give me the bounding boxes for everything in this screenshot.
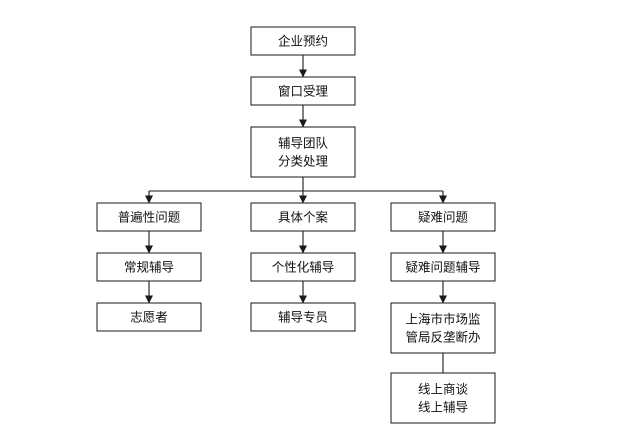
node-regular: 常规辅导	[96, 252, 202, 282]
node-box	[96, 252, 202, 282]
node-label: 窗口受理	[278, 84, 329, 99]
node-box	[390, 202, 496, 232]
node-box	[250, 302, 356, 332]
node-label: 管局反垄断办	[405, 330, 480, 345]
node-label: 具体个案	[278, 210, 329, 225]
node-specific: 具体个案	[250, 202, 356, 232]
node-label: 分类处理	[278, 154, 329, 169]
node-box	[390, 372, 496, 424]
node-box	[250, 202, 356, 232]
node-label: 普遍性问题	[118, 210, 181, 225]
node-label: 辅导团队	[278, 136, 329, 151]
node-label: 常规辅导	[124, 260, 174, 275]
connectors	[145, 55, 447, 373]
node-label: 疑难问题	[418, 210, 469, 225]
node-specialist: 辅导专员	[250, 302, 356, 332]
node-box	[96, 302, 202, 332]
node-label: 线上辅导	[418, 400, 468, 415]
node-box	[250, 126, 356, 178]
node-label: 上海市市场监	[405, 312, 480, 327]
node-box	[390, 252, 496, 282]
node-reservation: 企业预约	[250, 26, 356, 56]
node-box	[250, 76, 356, 106]
node-difficultCoach: 疑难问题辅导	[390, 252, 496, 282]
node-label: 个性化辅导	[272, 260, 335, 275]
node-difficult: 疑难问题	[390, 202, 496, 232]
node-personal: 个性化辅导	[250, 252, 356, 282]
node-label: 线上商谈	[418, 382, 469, 397]
node-label: 疑难问题辅导	[405, 260, 480, 275]
node-label: 志愿者	[130, 310, 168, 325]
node-label: 辅导专员	[278, 310, 328, 325]
node-box	[390, 302, 496, 354]
node-volunteer: 志愿者	[96, 302, 202, 332]
node-acceptance: 窗口受理	[250, 76, 356, 106]
node-general: 普遍性问题	[96, 202, 202, 232]
node-box	[250, 252, 356, 282]
node-label: 企业预约	[278, 34, 328, 49]
node-box	[96, 202, 202, 232]
node-box	[250, 26, 356, 56]
